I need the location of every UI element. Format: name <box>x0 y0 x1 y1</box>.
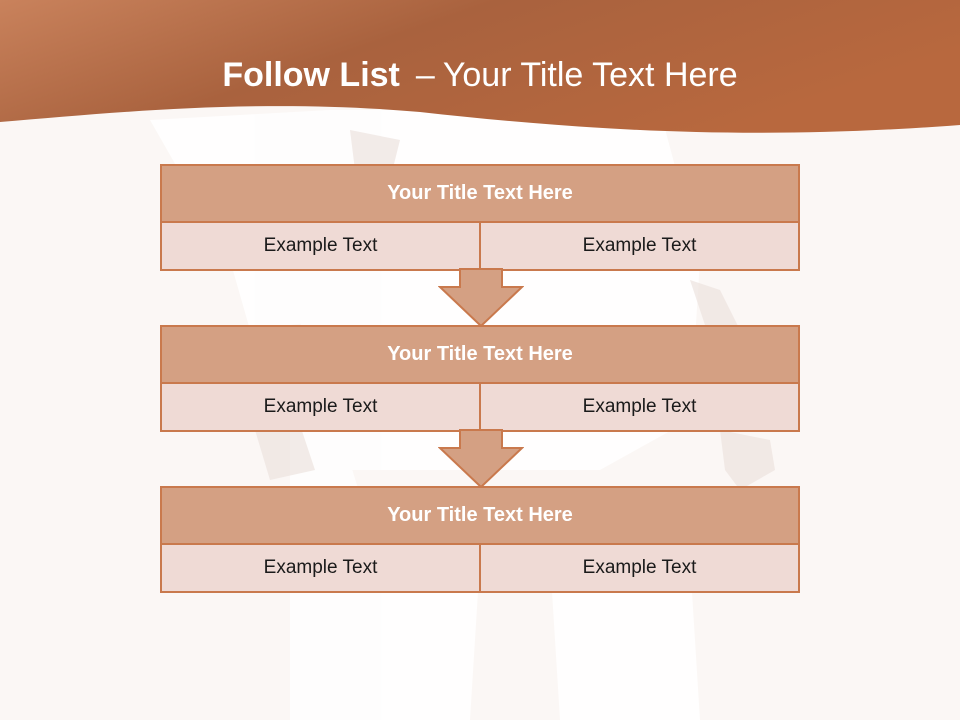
block-row: Example Text Example Text <box>162 384 798 430</box>
slide-title: Follow List–Your Title Text Here <box>0 52 960 98</box>
slide-title-rest: Your Title Text Here <box>442 56 738 94</box>
block-left-text: Example Text <box>162 384 479 430</box>
block-title: Your Title Text Here <box>162 327 798 384</box>
flow-block-3: Your Title Text Here Example Text Exampl… <box>160 486 800 593</box>
block-left-text: Example Text <box>162 223 479 269</box>
down-arrow-icon <box>438 429 524 489</box>
block-right-text: Example Text <box>479 223 798 269</box>
block-row: Example Text Example Text <box>162 545 798 591</box>
slide-title-bold: Follow List <box>222 56 400 94</box>
block-right-text: Example Text <box>479 384 798 430</box>
header-band <box>0 0 960 133</box>
flow-block-2: Your Title Text Here Example Text Exampl… <box>160 325 800 432</box>
block-title: Your Title Text Here <box>162 488 798 545</box>
flow-block-1: Your Title Text Here Example Text Exampl… <box>160 164 800 271</box>
block-title: Your Title Text Here <box>162 166 798 223</box>
down-arrow-icon <box>438 268 524 328</box>
block-row: Example Text Example Text <box>162 223 798 269</box>
block-left-text: Example Text <box>162 545 479 591</box>
slide-title-separator: – <box>415 56 435 94</box>
block-right-text: Example Text <box>479 545 798 591</box>
